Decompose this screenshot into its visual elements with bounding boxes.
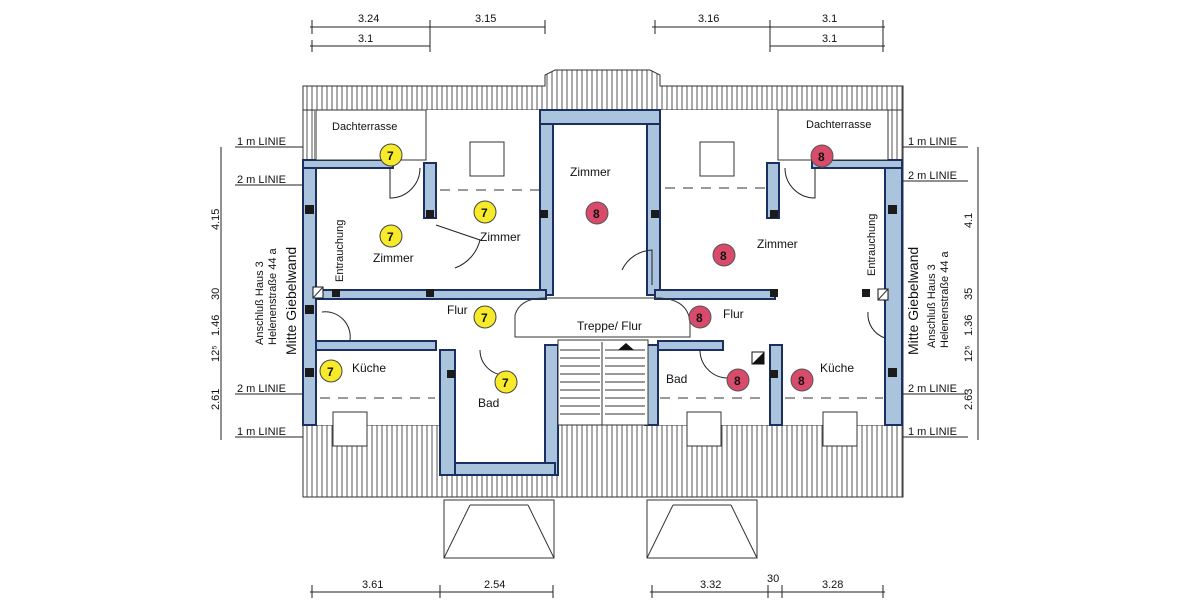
line-2m-left-top: 2 m LINIE <box>237 174 286 186</box>
room-flur-right: Flur <box>723 307 744 321</box>
left-height-lines: 1 m LINIE 2 m LINIE 2 m LINIE 1 m LINIE … <box>210 136 303 440</box>
dim-bottom-2: 2.54 <box>484 579 505 591</box>
left-gable-label: Mitte Giebelwand <box>283 247 299 355</box>
right-gable-label: Mitte Giebelwand <box>905 247 921 355</box>
unit-8-marker: 8 <box>726 368 750 392</box>
side-labels: Mitte Giebelwand Anschluß Haus 3 Helenen… <box>254 214 951 355</box>
room-kueche-right: Küche <box>820 361 854 375</box>
unit-7-marker: 7 <box>473 305 497 329</box>
line-2m-right-bottom: 2 m LINIE <box>908 383 957 395</box>
unit-8-marker: 8 <box>810 144 834 168</box>
room-zimmer-center: Zimmer <box>570 165 611 179</box>
dim-right-5: 2.63 <box>963 389 975 410</box>
svg-text:7: 7 <box>387 230 394 244</box>
room-bad-right: Bad <box>666 372 687 386</box>
left-connection-label: Anschluß Haus 3 <box>254 261 266 345</box>
right-connection-label: Anschluß Haus 3 <box>926 264 938 348</box>
right-height-lines: 1 m LINIE 2 m LINIE 2 m LINIE 1 m LINIE … <box>903 136 979 440</box>
unit-markers: 7 7 7 7 7 7 8 8 8 8 8 8 <box>319 143 834 394</box>
line-1m-left-bottom: 1 m LINIE <box>237 426 286 438</box>
dim-bottom-3: 3.32 <box>700 579 721 591</box>
svg-text:7: 7 <box>481 311 488 325</box>
unit-8-marker: 8 <box>688 305 712 329</box>
dim-left-5: 2.61 <box>210 389 222 410</box>
staircase <box>514 297 691 426</box>
room-dachterrasse-right: Dachterrasse <box>806 119 871 131</box>
dim-right-1: 4.1 <box>963 213 975 228</box>
room-labels: Dachterrasse Dachterrasse Zimmer Zimmer … <box>332 119 871 410</box>
line-2m-left-bottom: 2 m LINIE <box>237 383 286 395</box>
svg-text:7: 7 <box>327 365 334 379</box>
dim-right-4: 12⁵ <box>963 345 975 362</box>
svg-text:8: 8 <box>734 374 741 388</box>
dim-top-2: 3.15 <box>475 13 496 25</box>
dim-left-4: 12⁵ <box>210 345 222 362</box>
room-bad-left: Bad <box>478 396 499 410</box>
svg-text:8: 8 <box>696 311 703 325</box>
room-zimmer-left2: Zimmer <box>480 230 521 244</box>
left-vent-label: Entrauchung <box>334 220 346 282</box>
unit-7-marker: 7 <box>379 143 403 167</box>
line-1m-left-top: 1 m LINIE <box>237 136 286 148</box>
line-1m-right-top: 1 m LINIE <box>908 136 957 148</box>
walls <box>302 109 903 476</box>
top-dimensions: 3.24 3.15 3.16 3.1 3.1 3.1 <box>310 13 885 52</box>
room-zimmer-left: Zimmer <box>373 251 414 265</box>
bottom-dimensions: 3.61 2.54 3.32 30 3.28 <box>310 573 885 598</box>
room-flur-left: Flur <box>447 303 468 317</box>
unit-7-marker: 7 <box>379 224 403 248</box>
dim-bottom-4: 30 <box>767 573 779 585</box>
bottom-dormers <box>443 499 758 559</box>
svg-text:7: 7 <box>502 376 509 390</box>
dim-bottom-5: 3.28 <box>822 579 843 591</box>
unit-7-marker: 7 <box>319 359 343 383</box>
dim-top-5: 3.1 <box>358 33 373 45</box>
dim-top-4: 3.1 <box>822 13 837 25</box>
dim-bottom-1: 3.61 <box>362 579 383 591</box>
unit-8-marker: 8 <box>790 368 814 392</box>
dim-top-6: 3.1 <box>822 33 837 45</box>
svg-text:8: 8 <box>818 150 825 164</box>
room-zimmer-right: Zimmer <box>757 237 798 251</box>
svg-text:8: 8 <box>798 374 805 388</box>
room-kueche-left: Küche <box>352 361 386 375</box>
dim-right-2: 35 <box>963 288 975 300</box>
svg-text:7: 7 <box>481 206 488 220</box>
line-2m-right-top: 2 m LINIE <box>908 170 957 182</box>
vent-shafts <box>312 286 889 365</box>
unit-8-marker: 8 <box>585 201 609 225</box>
dim-top-3: 3.16 <box>698 13 719 25</box>
right-vent-label: Entrauchung <box>866 214 878 276</box>
room-treppe-flur: Treppe/ Flur <box>577 319 642 333</box>
svg-text:8: 8 <box>593 207 600 221</box>
unit-7-marker: 7 <box>494 370 518 394</box>
dim-right-3: 1.36 <box>963 315 975 336</box>
svg-text:7: 7 <box>387 149 394 163</box>
line-1m-right-bottom: 1 m LINIE <box>908 426 957 438</box>
dim-left-2: 30 <box>210 288 222 300</box>
svg-text:8: 8 <box>720 249 727 263</box>
unit-7-marker: 7 <box>473 200 497 224</box>
skylights <box>315 109 889 447</box>
dim-left-3: 1.46 <box>210 315 222 336</box>
dim-top-1: 3.24 <box>358 13 379 25</box>
dim-left-1: 4.15 <box>210 209 222 230</box>
right-address-label: Helenenstraße 44 a <box>939 251 951 348</box>
unit-8-marker: 8 <box>712 243 736 267</box>
room-dachterrasse-left: Dachterrasse <box>332 121 397 133</box>
doors <box>320 167 886 399</box>
left-address-label: Helenenstraße 44 a <box>267 248 279 345</box>
